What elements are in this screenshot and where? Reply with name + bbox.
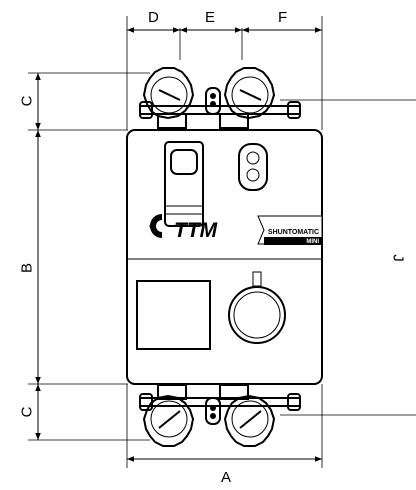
model-variant: MINI xyxy=(306,239,319,245)
dimension-label-c-bottom: C xyxy=(19,406,36,417)
top-dimension-lines xyxy=(126,16,323,130)
right-dimension-lines xyxy=(280,99,416,416)
pump-housing xyxy=(126,129,323,385)
control-dial xyxy=(228,271,286,344)
dimension-label-b: B xyxy=(19,263,36,273)
gauge-bottom-right xyxy=(223,394,276,447)
gauge-bottom-left xyxy=(142,394,195,447)
dimension-label-a: A xyxy=(221,469,231,486)
dimension-label-j: J xyxy=(390,254,407,262)
bottom-valve-assembly xyxy=(139,384,301,425)
dimension-label-d: D xyxy=(148,9,159,26)
gauge-top-right xyxy=(223,67,276,120)
handle xyxy=(164,141,204,227)
ttm-logo xyxy=(149,214,162,238)
top-valve-assembly xyxy=(139,87,301,129)
model-plate xyxy=(257,215,323,245)
indicator-lights xyxy=(238,143,268,191)
dimension-label-f: F xyxy=(278,9,287,26)
model-name: SHUNTOMATIC xyxy=(268,229,319,236)
dimension-label-e: E xyxy=(205,9,215,26)
display-window xyxy=(136,280,211,350)
dimension-label-c-top: C xyxy=(19,95,36,106)
left-dimension-lines xyxy=(28,72,150,441)
gauge-top-left xyxy=(142,67,195,120)
bottom-dimension-line xyxy=(126,384,323,468)
brand-name: TTM xyxy=(174,219,218,242)
